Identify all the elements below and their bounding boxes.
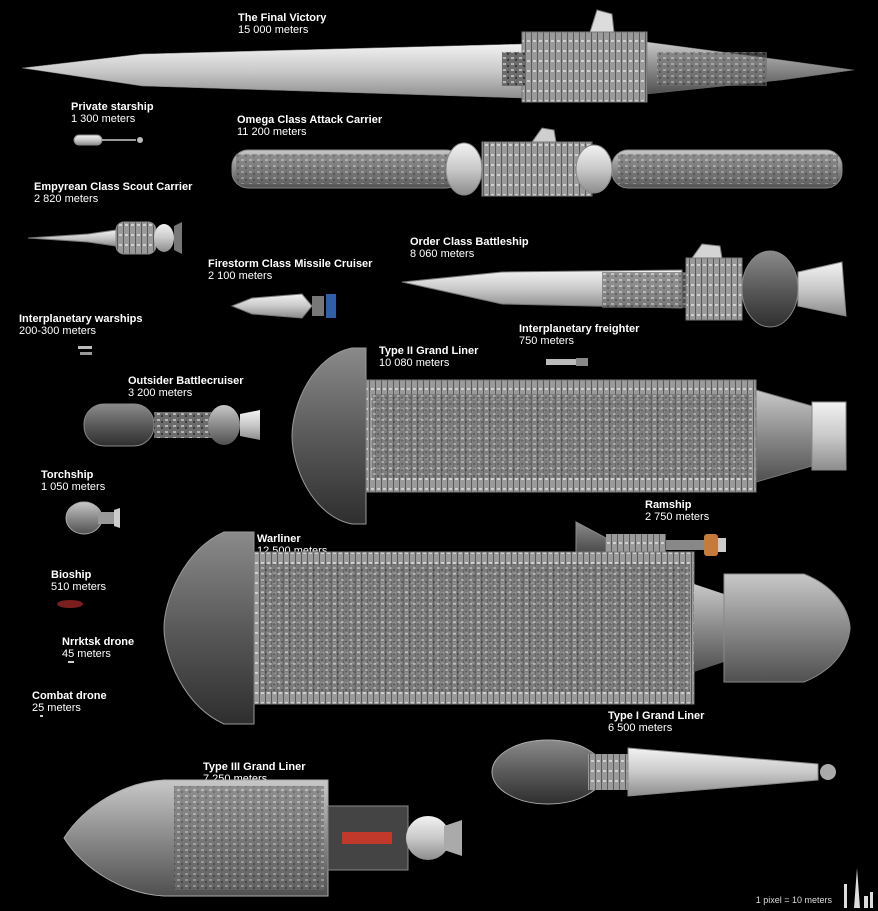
label-combat-drone: Combat drone 25 meters bbox=[32, 690, 107, 714]
label-torchship: Torchship 1 050 meters bbox=[41, 469, 105, 493]
label-empyrean: Empyrean Class Scout Carrier 2 820 meter… bbox=[34, 181, 192, 205]
ship-size: 200-300 meters bbox=[19, 325, 97, 337]
skyline-icon bbox=[844, 868, 873, 908]
ship-torchship bbox=[65, 501, 120, 535]
label-omega: Omega Class Attack Carrier 11 200 meters bbox=[237, 114, 382, 138]
ship-size: 2 750 meters bbox=[645, 511, 710, 523]
label-private-starship: Private starship 1 300 meters bbox=[71, 101, 154, 125]
label-final-victory: The Final Victory 15 000 meters bbox=[238, 12, 326, 36]
label-order: Order Class Battleship 8 060 meters bbox=[410, 236, 529, 260]
ship-firestorm bbox=[230, 293, 336, 319]
ship-name: Outsider Battlecruiser bbox=[128, 375, 244, 387]
ship-interplanetary-warships bbox=[78, 346, 92, 355]
label-type2: Type II Grand Liner 10 080 meters bbox=[379, 345, 478, 369]
label-nrrktsk: Nrrktsk drone 45 meters bbox=[62, 636, 134, 660]
ship-name: Type I Grand Liner bbox=[608, 710, 705, 722]
ship-size: 10 080 meters bbox=[379, 357, 450, 369]
ship-name: Empyrean Class Scout Carrier bbox=[34, 181, 193, 193]
ship-name: Nrrktsk drone bbox=[62, 636, 135, 648]
ship-size: 45 meters bbox=[62, 648, 111, 660]
ship-final-victory bbox=[21, 9, 855, 103]
ship-combat-drone bbox=[40, 715, 43, 717]
ship-warliner bbox=[163, 531, 851, 725]
ship-size: 750 meters bbox=[519, 335, 575, 347]
ship-size: 1 050 meters bbox=[41, 481, 106, 493]
ship-type1 bbox=[491, 739, 836, 805]
ship-size: 3 200 meters bbox=[128, 387, 193, 399]
ship-name: Type III Grand Liner bbox=[203, 761, 306, 773]
ship-size: 2 100 meters bbox=[208, 270, 273, 282]
ship-outsider bbox=[83, 403, 260, 447]
ship-type3 bbox=[63, 779, 462, 897]
ship-order bbox=[401, 243, 847, 328]
ship-name: Omega Class Attack Carrier bbox=[237, 114, 383, 126]
ship-bioship bbox=[57, 600, 83, 608]
ship-name: Bioship bbox=[51, 569, 92, 581]
label-outsider: Outsider Battlecruiser 3 200 meters bbox=[128, 375, 244, 399]
label-ramship: Ramship 2 750 meters bbox=[645, 499, 709, 523]
ship-name: Interplanetary freighter bbox=[519, 323, 640, 335]
ship-size: 15 000 meters bbox=[238, 24, 309, 36]
ship-omega bbox=[231, 127, 843, 197]
ship-name: Ramship bbox=[645, 499, 692, 511]
ship-name: Private starship bbox=[71, 101, 154, 113]
ship-name: Torchship bbox=[41, 469, 94, 481]
ship-size: 25 meters bbox=[32, 702, 81, 714]
ship-name: Firestorm Class Missile Cruiser bbox=[208, 258, 373, 270]
ship-name: Warliner bbox=[257, 533, 301, 545]
ship-size: 2 820 meters bbox=[34, 193, 99, 205]
ship-type2 bbox=[291, 347, 847, 525]
scale-note: 1 pixel = 10 meters bbox=[755, 895, 832, 905]
ship-name: Combat drone bbox=[32, 690, 107, 702]
ship-size: 11 200 meters bbox=[237, 126, 307, 138]
label-firestorm: Firestorm Class Missile Cruiser 2 100 me… bbox=[208, 258, 372, 282]
ship-name: Interplanetary warships bbox=[19, 313, 143, 325]
ship-name: The Final Victory bbox=[238, 12, 327, 24]
ship-name: Type II Grand Liner bbox=[379, 345, 479, 357]
ship-size: 1 300 meters bbox=[71, 113, 136, 125]
ship-private-starship bbox=[73, 134, 143, 146]
label-type1: Type I Grand Liner 6 500 meters bbox=[608, 710, 704, 734]
label-interplanetary-warships: Interplanetary warships 200-300 meters bbox=[19, 313, 143, 337]
ship-interplanetary-freighter bbox=[546, 358, 588, 366]
ship-size: 8 060 meters bbox=[410, 248, 475, 260]
label-bioship: Bioship 510 meters bbox=[51, 569, 106, 593]
ship-size: 6 500 meters bbox=[608, 722, 673, 734]
label-interplanetary-freighter: Interplanetary freighter 750 meters bbox=[519, 323, 639, 347]
ship-size: 510 meters bbox=[51, 581, 107, 593]
ship-empyrean bbox=[27, 221, 182, 255]
ship-nrrktsk bbox=[68, 661, 74, 663]
ship-name: Order Class Battleship bbox=[410, 236, 529, 248]
